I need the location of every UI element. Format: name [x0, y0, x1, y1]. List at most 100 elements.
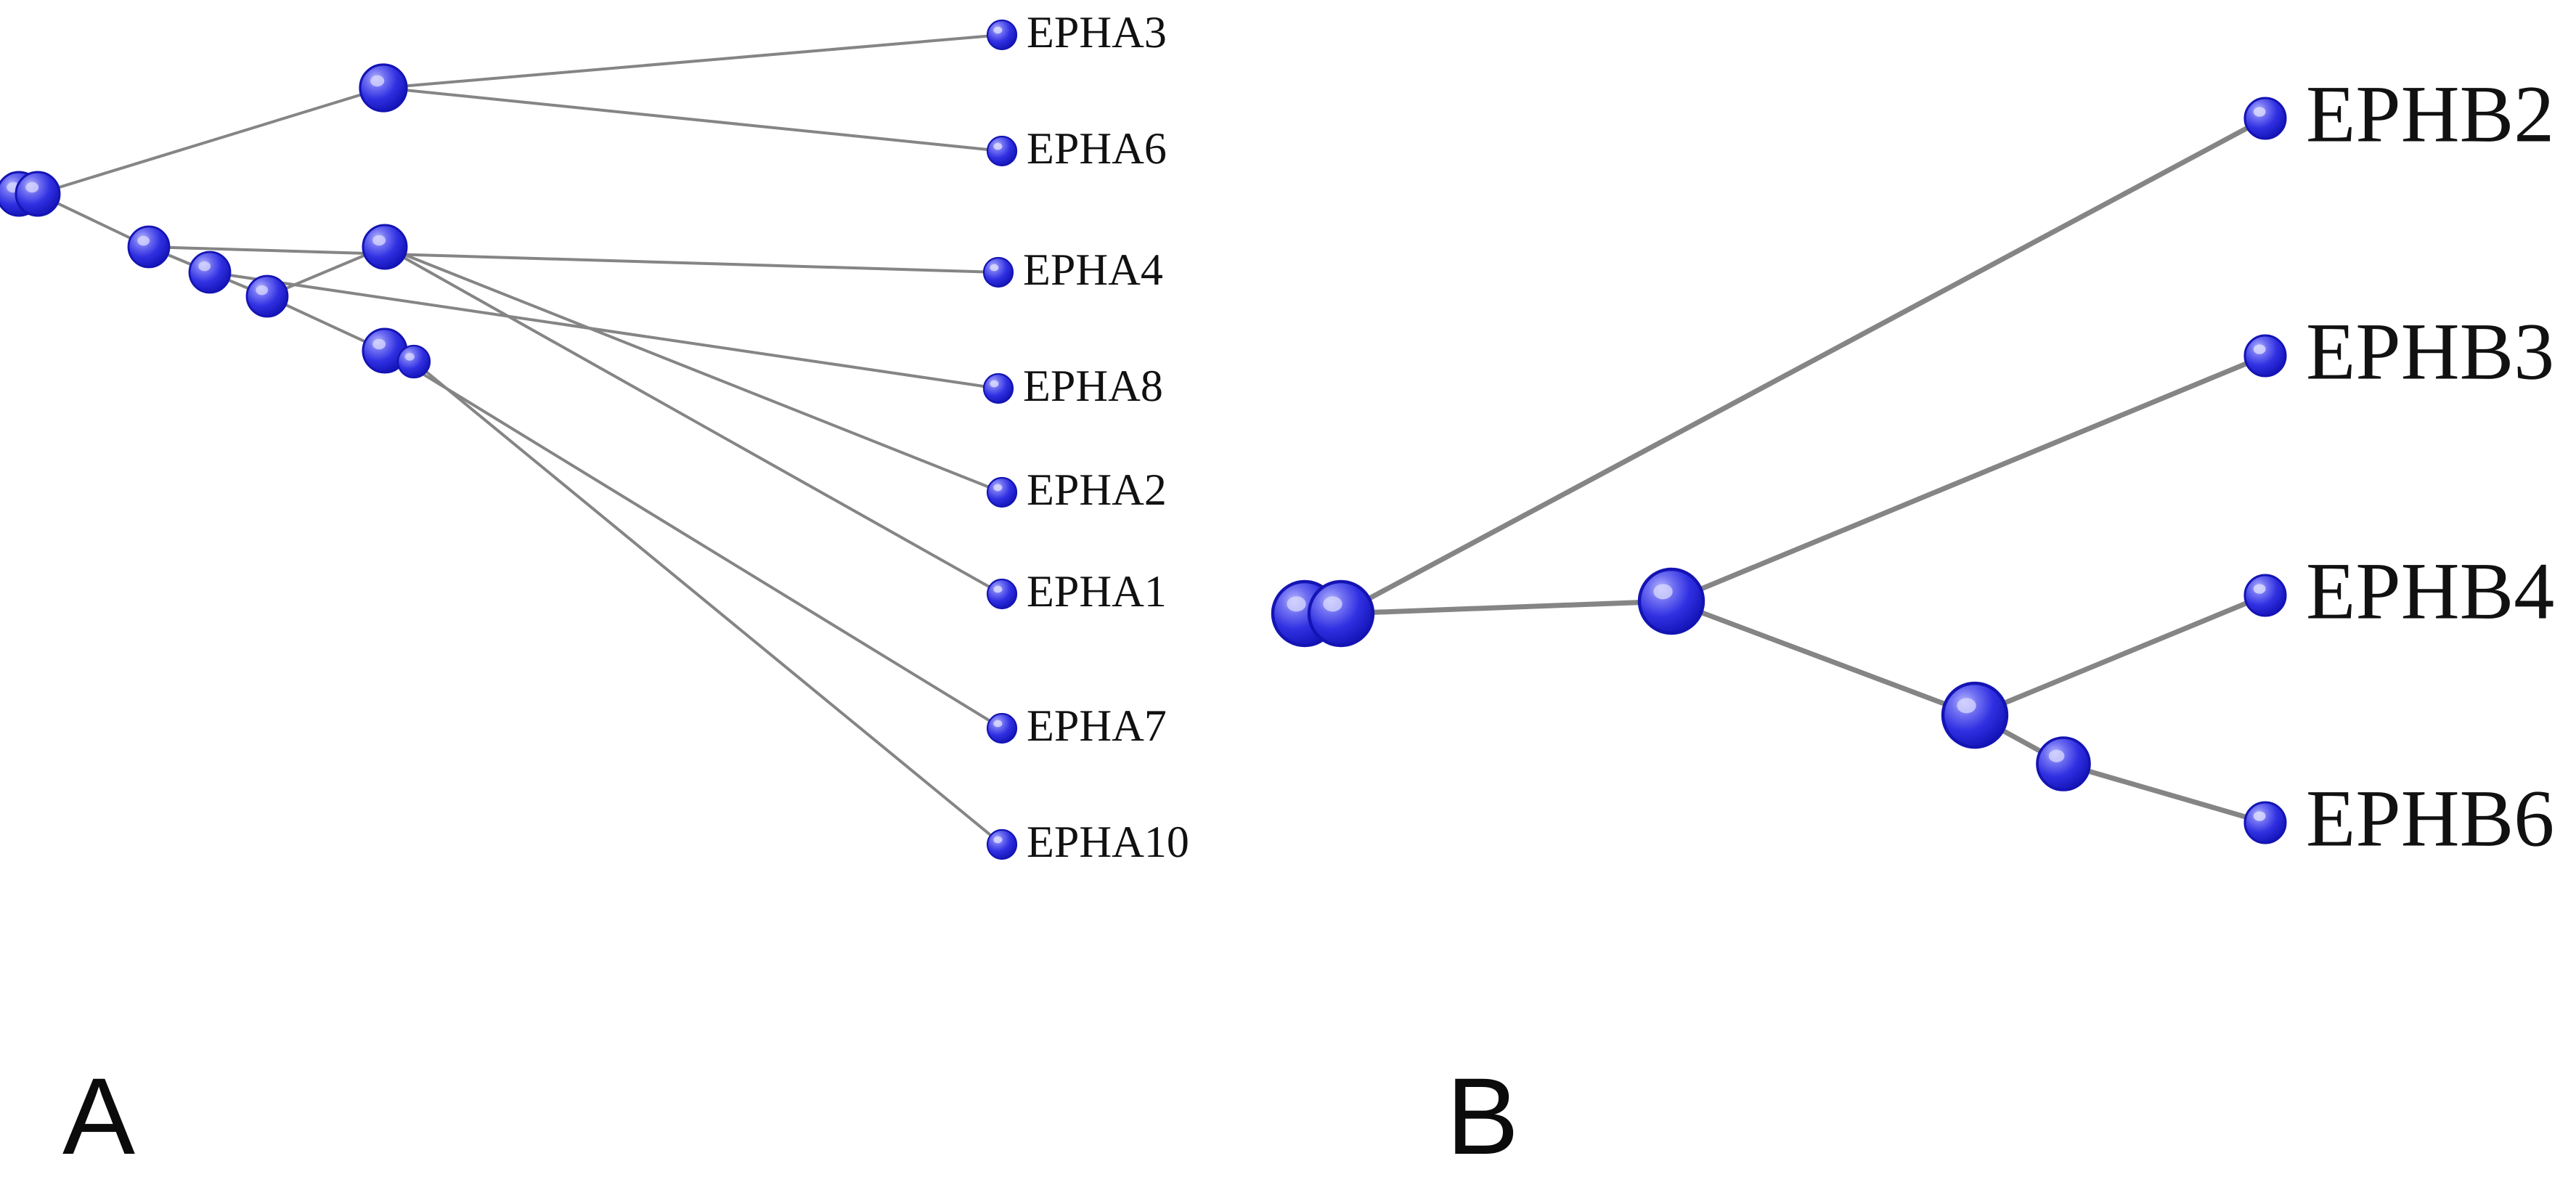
node-sphere-icon — [127, 225, 171, 269]
leaf-node-ephb4[interactable] — [2243, 574, 2287, 617]
leaf-sphere-icon — [986, 578, 1018, 610]
node-highlight-icon — [1653, 584, 1673, 600]
leaf-highlight-icon — [993, 585, 1003, 593]
branch-n_a21-to-EPHA1 — [383, 245, 1003, 595]
node-sphere-icon — [359, 63, 408, 113]
internal-node-a-n_a8[interactable] — [188, 251, 232, 294]
node-sphere-icon — [15, 171, 61, 217]
branch-brootR-to-EPHB2 — [1338, 115, 2268, 616]
leaf-sphere-icon — [982, 256, 1014, 288]
leaf-label-epha2: EPHA2 — [1027, 465, 1167, 515]
leaf-highlight-icon — [993, 836, 1003, 844]
leaf-sphere-icon — [986, 712, 1018, 744]
leaf-highlight-icon — [993, 142, 1003, 150]
node-highlight-icon — [25, 182, 39, 193]
branch-brootR-to-n_b34 — [1338, 598, 1674, 616]
leaf-highlight-icon — [2253, 344, 2266, 354]
node-highlight-icon — [404, 353, 415, 361]
leaf-sphere-icon — [986, 828, 1018, 860]
branch-rootR-to-n_a36 — [36, 86, 385, 195]
node-sphere-icon — [2036, 736, 2091, 791]
leaf-node-epha7[interactable] — [986, 712, 1018, 744]
leaf-sphere-icon — [982, 372, 1014, 404]
node-highlight-icon — [1287, 596, 1306, 612]
branch-n_b34-to-n_b46 — [1668, 598, 1978, 718]
branch-n_a710-to-EPHA7 — [383, 349, 1003, 730]
leaf-sphere-icon — [2243, 801, 2287, 844]
internal-node-b-n_b6[interactable] — [2036, 736, 2091, 791]
leaf-node-epha2[interactable] — [986, 476, 1018, 508]
leaf-label-epha6: EPHA6 — [1027, 124, 1167, 174]
leaf-sphere-icon — [2243, 97, 2287, 140]
leaf-label-epha7: EPHA7 — [1027, 701, 1167, 751]
leaf-node-epha1[interactable] — [986, 578, 1018, 610]
node-sphere-icon — [396, 344, 431, 379]
leaf-label-ephb2: EPHB2 — [2306, 70, 2554, 160]
node-highlight-icon — [2048, 749, 2065, 762]
leaf-node-ephb2[interactable] — [2243, 97, 2287, 140]
leaf-node-epha3[interactable] — [986, 19, 1018, 51]
labels-layer: EPHA3EPHA6EPHA4EPHA8EPHA2EPHA1EPHA7EPHA1… — [1023, 8, 2554, 867]
leaf-highlight-icon — [990, 264, 999, 272]
internal-node-b-brootR[interactable] — [1307, 579, 1375, 648]
leaf-node-epha10[interactable] — [986, 828, 1018, 860]
node-sphere-icon — [245, 274, 289, 318]
leaf-sphere-icon — [986, 19, 1018, 51]
internal-node-a-n_a36[interactable] — [359, 63, 408, 113]
leaf-label-ephb3: EPHB3 — [2306, 307, 2554, 397]
node-highlight-icon — [372, 338, 386, 350]
node-sphere-icon — [1637, 567, 1705, 635]
node-highlight-icon — [137, 235, 150, 246]
internal-node-a-n_a21[interactable] — [362, 224, 408, 270]
node-sphere-icon — [1941, 681, 2009, 749]
leaf-sphere-icon — [986, 476, 1018, 508]
leaf-highlight-icon — [2253, 811, 2266, 821]
branch-n_a21-to-EPHA2 — [383, 245, 1003, 494]
leaf-highlight-icon — [993, 720, 1003, 728]
leaf-sphere-icon — [2243, 574, 2287, 617]
branch-n_a36-to-EPHA3 — [382, 33, 1003, 89]
leaf-sphere-icon — [2243, 334, 2287, 378]
node-sphere-icon — [362, 224, 408, 270]
internal-node-a-rootR[interactable] — [15, 171, 61, 217]
panel-letter-b: B — [1446, 1055, 1520, 1177]
branch-n_b34-to-EPHB3 — [1668, 353, 2268, 604]
leaf-label-epha4: EPHA4 — [1023, 245, 1163, 295]
branch-n_a8-to-EPHA8 — [208, 271, 1000, 390]
node-highlight-icon — [370, 75, 385, 87]
node-highlight-icon — [1957, 698, 1976, 714]
branch-n_a36-to-EPHA6 — [382, 86, 1003, 152]
internal-node-b-n_b46[interactable] — [1941, 681, 2009, 749]
leaf-label-epha10: EPHA10 — [1027, 818, 1189, 867]
leaf-label-epha1: EPHA1 — [1027, 567, 1167, 616]
leaf-highlight-icon — [990, 380, 999, 388]
internal-node-b-n_b34[interactable] — [1637, 567, 1705, 635]
branch-n_top-to-EPHA4 — [147, 245, 1000, 274]
internal-node-a-n_top[interactable] — [127, 225, 171, 269]
leaf-node-epha4[interactable] — [982, 256, 1014, 288]
node-sphere-icon — [188, 251, 232, 294]
node-highlight-icon — [1323, 596, 1342, 612]
leaf-highlight-icon — [2253, 584, 2266, 594]
leaf-highlight-icon — [993, 484, 1003, 492]
node-sphere-icon — [1307, 579, 1375, 648]
leaf-node-epha8[interactable] — [982, 372, 1014, 404]
internal-node-a-n_mid[interactable] — [245, 274, 289, 318]
branch-n_a10-to-EPHA10 — [412, 360, 1003, 846]
leaf-label-ephb6: EPHB6 — [2306, 774, 2554, 864]
leaf-sphere-icon — [986, 135, 1018, 167]
leaf-node-ephb3[interactable] — [2243, 334, 2287, 378]
leaf-highlight-icon — [2253, 107, 2266, 117]
node-highlight-icon — [256, 285, 269, 296]
node-highlight-icon — [198, 261, 211, 272]
panel-letter-a: A — [62, 1055, 136, 1177]
nodes-layer — [0, 19, 2287, 860]
leaf-highlight-icon — [993, 26, 1003, 34]
leaf-node-epha6[interactable] — [986, 135, 1018, 167]
internal-node-a-n_a10[interactable] — [396, 344, 431, 379]
leaf-label-epha8: EPHA8 — [1023, 362, 1163, 411]
leaf-node-ephb6[interactable] — [2243, 801, 2287, 844]
branch-n_b46-to-EPHB4 — [1972, 592, 2268, 718]
